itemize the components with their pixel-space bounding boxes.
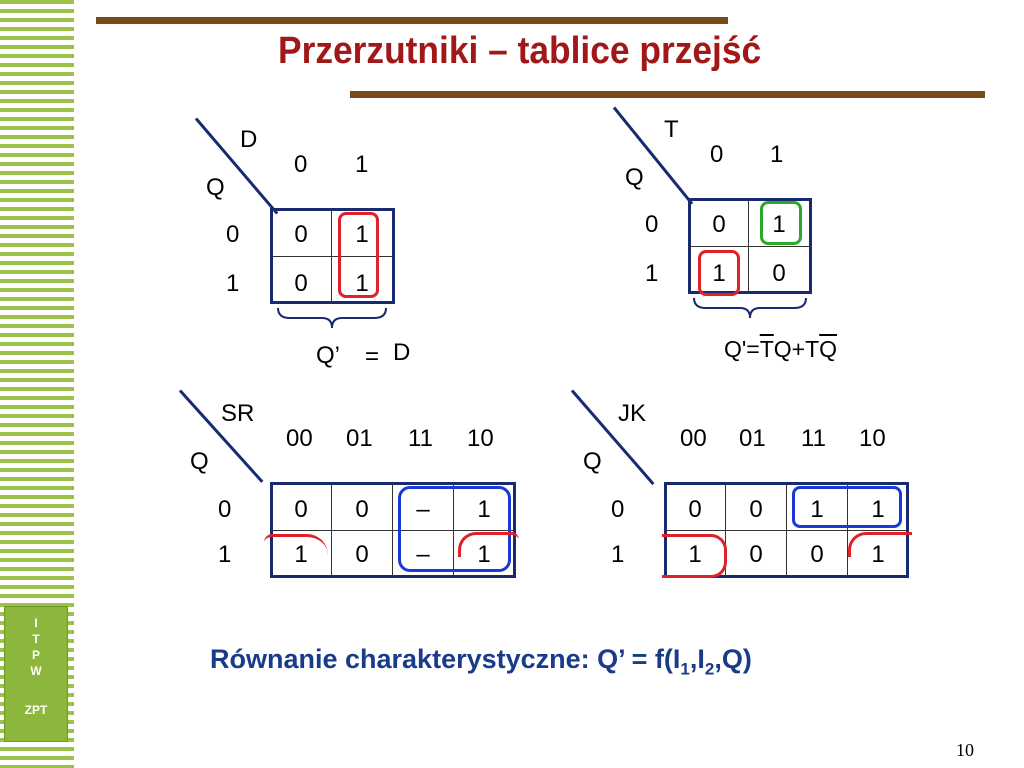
logo-zpt: ZPT — [24, 703, 48, 717]
col-header: 11 — [408, 425, 433, 452]
map-cell: 1 — [355, 270, 369, 297]
red-wrap-group-left — [264, 534, 328, 555]
eq-term: Q — [819, 336, 838, 362]
top-accent-bar — [96, 17, 728, 24]
itpw-logo: I T P W ZPT — [4, 606, 68, 742]
grid-line — [690, 246, 810, 247]
row-header: 1 — [645, 260, 659, 287]
map-cell: 0 — [294, 496, 308, 523]
col-header: 1 — [770, 141, 784, 168]
col-header: 0 — [710, 141, 724, 168]
blue-grouping — [398, 486, 511, 572]
characteristic-equation: Równanie charakterystyczne: Q’ = f(I1,I2… — [210, 644, 752, 679]
col-header: 01 — [739, 425, 766, 452]
equation-expression: Q'=TQ+TQ — [724, 336, 837, 363]
map-cell: 0 — [749, 496, 763, 523]
map-cell: 0 — [294, 221, 308, 248]
equation-equals: = — [365, 343, 380, 370]
map-cell: 1 — [355, 221, 369, 248]
state-label: Q — [625, 164, 644, 191]
map-grid — [270, 482, 516, 578]
map-cell: 0 — [688, 496, 702, 523]
column-brace — [693, 297, 807, 319]
map-cell: 0 — [749, 541, 763, 568]
subscript: 1 — [680, 659, 690, 679]
map-cell: 1 — [772, 211, 786, 238]
grid-line — [272, 530, 514, 531]
col-header: 01 — [346, 425, 373, 452]
grid-line — [272, 256, 393, 257]
logo-letter: T — [32, 632, 40, 646]
logo-letter: P — [31, 648, 40, 662]
map-cell: 1 — [477, 496, 491, 523]
eq-term: + — [791, 336, 806, 362]
green-grouping — [760, 201, 802, 245]
map-grid — [270, 208, 395, 304]
map-cell: 0 — [772, 260, 786, 287]
col-header: 10 — [859, 425, 886, 452]
map-cell: 1 — [712, 260, 726, 287]
eq-term: T — [759, 336, 774, 362]
equation-text: Równanie charakterystyczne: Q’ = f(I — [210, 644, 681, 674]
col-header: 0 — [294, 151, 308, 178]
logo-letter: I — [34, 616, 38, 630]
map-cell: 1 — [871, 496, 885, 523]
state-label: Q — [190, 448, 209, 475]
red-wrap-group-right — [848, 532, 912, 557]
red-wrap-group-right — [458, 532, 519, 557]
page-number: 10 — [956, 740, 974, 760]
map-cell: 1 — [810, 496, 824, 523]
input-label: T — [664, 116, 679, 143]
red-wrap-group-left — [662, 534, 727, 578]
eq-term: = — [746, 336, 760, 362]
map-cell: 0 — [712, 211, 726, 238]
logo-letter: W — [30, 664, 42, 678]
map-cell: 1 — [477, 541, 491, 568]
column-brace — [277, 307, 387, 329]
map-cell: – — [416, 496, 430, 523]
row-header: 0 — [226, 221, 240, 248]
equation-lhs: Q’ — [316, 342, 340, 369]
map-grid — [664, 482, 909, 578]
col-header: 1 — [355, 151, 369, 178]
col-header: 00 — [286, 425, 313, 452]
row-header: 0 — [645, 211, 659, 238]
red-grouping — [338, 212, 379, 298]
equation-sep: ,I — [689, 644, 705, 674]
page-title: Przerzutniki – tablice przejść — [278, 30, 762, 72]
row-header: 1 — [218, 541, 232, 568]
subscript: 2 — [704, 659, 715, 679]
map-cell: 0 — [810, 541, 824, 568]
grid-line — [666, 530, 907, 531]
title-underline-bar — [350, 91, 985, 98]
row-header: 1 — [611, 541, 625, 568]
eq-term: Q' — [724, 336, 747, 362]
map-cell: 0 — [294, 270, 308, 297]
blue-grouping — [792, 486, 902, 528]
row-header: 1 — [226, 270, 240, 297]
input-label: JK — [618, 400, 647, 427]
col-header: 00 — [680, 425, 707, 452]
map-cell: 0 — [355, 541, 369, 568]
equation-tail: ,Q) — [714, 644, 752, 674]
map-grid — [688, 198, 812, 294]
red-grouping — [698, 250, 740, 296]
row-header: 0 — [218, 496, 232, 523]
map-cell: 1 — [871, 541, 885, 568]
map-cell: 0 — [355, 496, 369, 523]
input-label: D — [240, 126, 258, 153]
equation-rhs: D — [393, 339, 411, 366]
map-cell: – — [416, 541, 430, 568]
eq-term: Q — [773, 336, 792, 362]
state-label: Q — [583, 448, 602, 475]
col-header: 10 — [467, 425, 494, 452]
map-cell: 1 — [688, 541, 702, 568]
row-header: 0 — [611, 496, 625, 523]
state-label: Q — [206, 174, 225, 201]
eq-term: T — [805, 336, 820, 362]
input-label: SR — [221, 400, 255, 427]
col-header: 11 — [801, 425, 826, 452]
